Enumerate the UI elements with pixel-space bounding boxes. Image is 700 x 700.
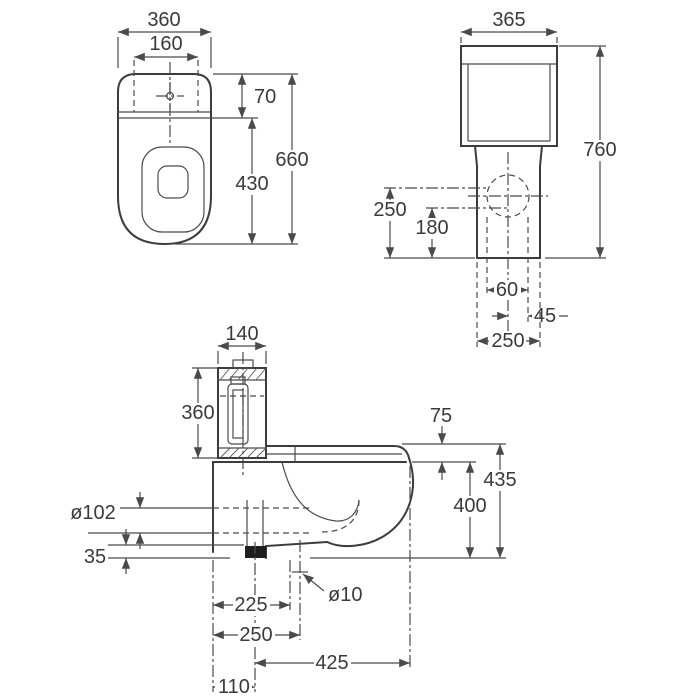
dim-side-cistern-depth: 140	[225, 323, 258, 345]
label-bg	[274, 150, 311, 171]
dim-side-bolt-setback: 250	[239, 624, 272, 646]
front-dim-outlet-height: 180	[414, 207, 508, 258]
label-bg	[314, 653, 351, 674]
dim-plan-tank-width: 160	[149, 33, 182, 55]
trap-hidden-curve	[321, 499, 360, 533]
dim-side-overall-height: 435	[483, 469, 516, 491]
label-bg	[234, 174, 271, 195]
label-bg	[372, 200, 409, 221]
label-bg	[180, 403, 217, 424]
front-dim-overall-height: 760	[545, 45, 619, 259]
bowl-front-profile	[326, 457, 414, 548]
side-dim-outlet-drop: 35	[84, 529, 244, 574]
label-bg	[452, 496, 489, 517]
side-dim-seat-stack: 75	[402, 405, 506, 480]
front-dim-supply-height: 250	[372, 187, 487, 259]
dim-front-base-width: 250	[491, 330, 524, 352]
dim-plan-overall-length: 660	[275, 149, 308, 171]
label-bg	[489, 331, 526, 352]
dim-side-fixing-hole: ø10	[328, 584, 362, 606]
dim-side-rim-height: 400	[453, 495, 486, 517]
label-bg	[238, 625, 275, 646]
dim-front-hole-offset: 45	[534, 305, 556, 327]
dim-side-outlet-drop: 35	[84, 546, 106, 568]
front-pedestal-left	[474, 145, 478, 259]
dim-plan-overall-width: 360	[147, 9, 180, 31]
dim-front-cistern-width: 365	[492, 9, 525, 31]
side-dim-bolt-setback: 250	[213, 624, 300, 646]
side-dim-overall-height: 435	[482, 444, 519, 558]
label-bg	[414, 218, 451, 239]
side-bottom-hatch	[219, 447, 267, 459]
side-pan-profile	[212, 445, 414, 559]
label-bg	[215, 677, 252, 698]
dim-front-outlet-height: 180	[415, 217, 448, 239]
dim-side-outlet-diameter: ø102	[70, 502, 116, 524]
dim-front-supply-height: 250	[373, 199, 406, 221]
front-dim-cistern-width: 365	[460, 9, 558, 43]
dim-plan-inlet-offset: 70	[254, 86, 276, 108]
label-bg	[233, 595, 270, 616]
dim-side-outlet-setback: 110	[218, 676, 250, 698]
front-view: 365 760 250 180 60	[372, 9, 619, 352]
side-dim-outlet-setback: 110	[213, 676, 255, 698]
plan-dim-tank-width: 160	[133, 33, 199, 112]
label-bg	[494, 280, 521, 300]
plan-view: 360 160 70 430 660	[117, 9, 311, 246]
side-dim-fixing-hole: ø10	[292, 571, 362, 606]
plan-pan-outline	[117, 73, 212, 246]
label-bg	[66, 504, 120, 525]
side-dim-cistern-height: 360	[180, 367, 218, 459]
dim-plan-bowl-length: 430	[235, 173, 268, 195]
side-dim-outlet-diameter: ø102	[66, 492, 213, 549]
front-pedestal-right	[539, 145, 543, 259]
front-cistern-outline	[460, 45, 558, 147]
front-dim-base-width: 250	[476, 262, 541, 352]
bowl-underside	[265, 541, 328, 559]
dim-side-cistern-height: 360	[181, 402, 214, 424]
side-bottom-reference-lines	[212, 466, 411, 692]
front-dim-hole-offset: 45	[492, 305, 568, 327]
seat-lid-top	[265, 445, 410, 459]
side-view: 140 360 75 400 435	[66, 323, 519, 698]
dim-front-overall-height: 760	[583, 139, 616, 161]
front-dim-hole-span: 60	[487, 279, 528, 301]
dim-side-inlet-setback: 225	[234, 594, 267, 616]
label-bg	[582, 140, 619, 161]
dim-front-hole-span: 60	[496, 279, 518, 301]
plan-dim-overall-length: 660	[175, 74, 311, 245]
side-dim-cistern-depth: 140	[217, 323, 267, 364]
dim-side-seat-stack: 75	[430, 405, 452, 427]
bowl-inner-profile	[281, 461, 360, 522]
side-flush-valve	[220, 376, 264, 445]
plan-outlet-opening	[157, 165, 189, 199]
dim-side-outlet-to-front: 425	[315, 652, 348, 674]
plan-dim-inlet-offset: 70	[211, 73, 298, 119]
plan-dim-overall-width: 360	[117, 9, 212, 68]
label-bg	[532, 306, 559, 326]
plan-seat-opening	[141, 146, 205, 233]
label-bg	[482, 470, 519, 491]
side-dim-outlet-to-front: 425	[255, 652, 410, 674]
side-dim-inlet-setback: 225	[213, 594, 290, 616]
side-dim-rim-height: 400	[310, 462, 506, 559]
plan-dim-bowl-length: 430	[234, 118, 271, 244]
